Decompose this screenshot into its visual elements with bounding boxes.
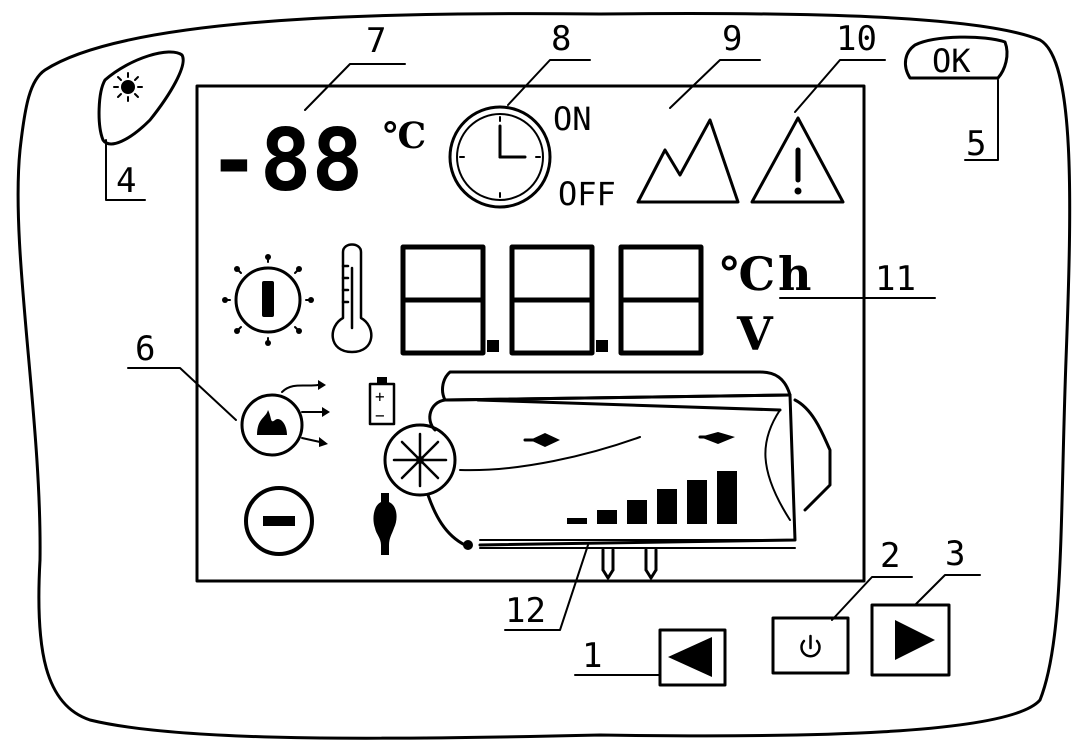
- power-bar-5: [687, 480, 707, 524]
- callout-3: 3: [945, 534, 965, 574]
- callout-6: 6: [135, 329, 155, 369]
- minus-circle-icon: [244, 486, 314, 556]
- power-bar-3: [627, 500, 647, 524]
- flame-ventilation-icon: [240, 380, 330, 457]
- main-unit-volts: V: [736, 307, 774, 361]
- power-bar-1: [567, 518, 587, 524]
- callout-10: 10: [836, 19, 877, 59]
- battery-plus: +: [375, 387, 385, 406]
- decimal-point-2: [596, 340, 608, 352]
- small-temp-unit: ℃: [383, 115, 426, 157]
- warning-icon: [750, 116, 845, 204]
- callout-2: 2: [880, 536, 900, 576]
- callout-7: 7: [366, 21, 386, 61]
- timer-off-label: OFF: [558, 175, 616, 213]
- thermometer-icon: [331, 243, 373, 354]
- power-bar-2: [597, 510, 617, 524]
- callout-12: 12: [505, 591, 546, 631]
- main-unit-hours: h: [778, 247, 811, 301]
- battery-icon: + −: [368, 377, 396, 426]
- power-icon: [800, 634, 821, 658]
- fan-icon: [383, 423, 457, 497]
- light-button[interactable]: [97, 50, 185, 146]
- left-arrow-button[interactable]: [658, 628, 727, 687]
- ok-button[interactable]: OK: [903, 35, 1009, 80]
- callout-11: 11: [875, 259, 916, 299]
- power-level-bars: [567, 471, 737, 524]
- power-bar-4: [657, 489, 677, 524]
- callout-8: 8: [551, 19, 571, 59]
- power-bar-6: [717, 471, 737, 524]
- small-temp-readout: -88: [208, 111, 363, 211]
- sun-icon: [113, 72, 143, 102]
- main-readout: [400, 244, 704, 356]
- device-housing: [16, 12, 1072, 740]
- lcd-screen: [195, 84, 866, 583]
- power-button[interactable]: [771, 616, 850, 675]
- heater-unit-icon: [426, 370, 832, 549]
- battery-minus: −: [375, 406, 385, 425]
- callout-5: 5: [966, 124, 986, 164]
- timer-on-label: ON: [553, 100, 592, 138]
- thermostat-knob-icon: [222, 254, 314, 346]
- decimal-point-1: [487, 340, 499, 352]
- right-arrow-icon: [895, 620, 935, 660]
- fuel-pump-icon: [373, 493, 397, 555]
- callout-4: 4: [116, 161, 136, 201]
- main-unit-temp: ℃: [720, 247, 775, 301]
- mountain-icon: [636, 118, 740, 204]
- right-arrow-button[interactable]: [870, 603, 951, 677]
- ok-button-label: OK: [932, 42, 971, 80]
- left-arrow-icon: [668, 637, 712, 677]
- clock-icon: [448, 105, 552, 209]
- callout-9: 9: [722, 19, 742, 59]
- callout-1: 1: [582, 636, 602, 676]
- heater-feet: [601, 548, 658, 580]
